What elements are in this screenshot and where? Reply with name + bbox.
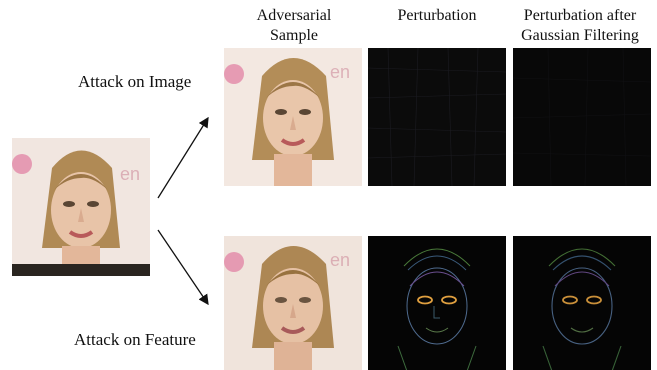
filtered-perturbation-feature-attack	[513, 236, 651, 370]
source-face-image: en	[12, 138, 150, 276]
row-label-feature-attack: Attack on Feature	[74, 330, 196, 350]
header-adversarial-sample: Adversarial Sample	[224, 6, 364, 46]
adversarial-sample-feature-attack: en	[224, 236, 362, 370]
header-perturbation: Perturbation	[368, 6, 506, 26]
svg-text:en: en	[330, 250, 350, 270]
svg-text:en: en	[120, 164, 140, 184]
adversarial-image-attack-svg: en	[224, 48, 362, 186]
header-adversarial-line2: Sample	[224, 26, 364, 46]
adversarial-sample-image-attack: en	[224, 48, 362, 186]
filtered-perturbation-image-attack	[513, 48, 651, 186]
perturbation-feature-attack-svg	[368, 236, 506, 370]
filtered-image-attack-svg	[513, 48, 651, 186]
perturbation-image-attack-svg	[368, 48, 506, 186]
header-filtered-perturbation: Perturbation after Gaussian Filtering	[505, 6, 655, 46]
perturbation-feature-attack	[368, 236, 506, 370]
header-filtered-line1: Perturbation after	[505, 6, 655, 26]
perturbation-image-attack	[368, 48, 506, 186]
arrow-to-feature-attack	[158, 230, 208, 304]
filtered-feature-attack-svg	[513, 236, 651, 370]
arrow-to-image-attack	[158, 118, 208, 198]
header-perturbation-label: Perturbation	[368, 6, 506, 26]
header-adversarial-line1: Adversarial	[224, 6, 364, 26]
source-face-svg: en	[12, 138, 150, 276]
svg-text:en: en	[330, 62, 350, 82]
adversarial-feature-attack-svg: en	[224, 236, 362, 370]
header-filtered-line2: Gaussian Filtering	[505, 26, 655, 46]
row-label-image-attack: Attack on Image	[78, 72, 191, 92]
